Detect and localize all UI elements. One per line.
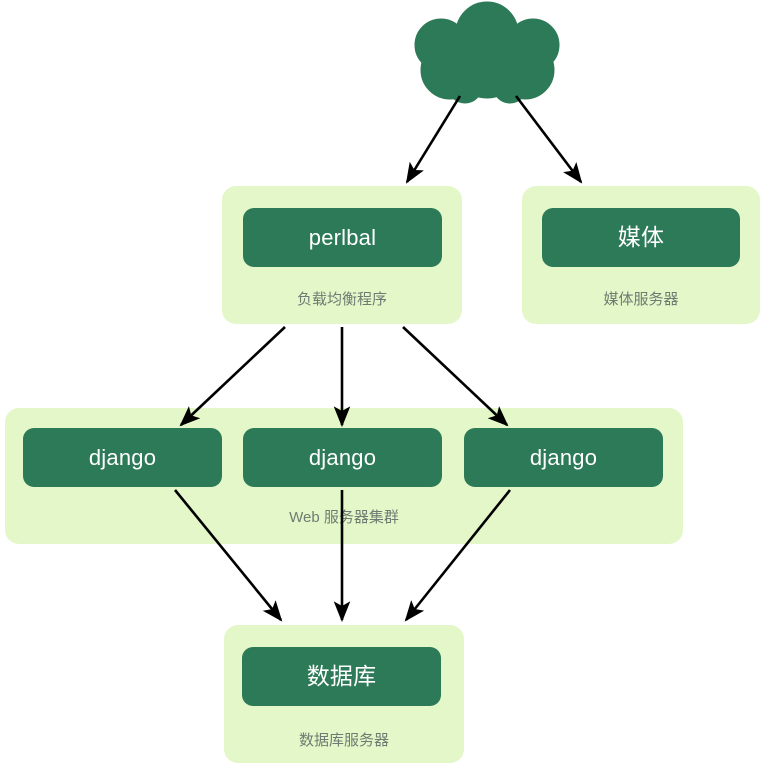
load-balancer-caption: 负载均衡程序	[296, 291, 387, 308]
node-database[interactable]: 数据库	[242, 647, 441, 706]
node-django-3[interactable]: django	[464, 428, 663, 487]
node-media-label: 媒体	[617, 224, 665, 250]
node-django-2-label: django	[308, 444, 377, 470]
web-cluster-caption: Web 服务器集群	[289, 509, 399, 526]
node-perlbal-label: perlbal	[308, 224, 377, 250]
database-caption: 数据库服务器	[298, 732, 389, 749]
node-perlbal[interactable]: perlbal	[243, 208, 442, 267]
node-media[interactable]: 媒体	[542, 208, 740, 267]
node-django-2[interactable]: django	[243, 428, 442, 487]
media-caption: 媒体服务器	[603, 291, 679, 308]
node-database-label: 数据库	[306, 663, 377, 689]
node-django-3-label: django	[529, 444, 598, 470]
node-django-1-label: django	[88, 444, 157, 470]
node-django-1[interactable]: django	[23, 428, 222, 487]
